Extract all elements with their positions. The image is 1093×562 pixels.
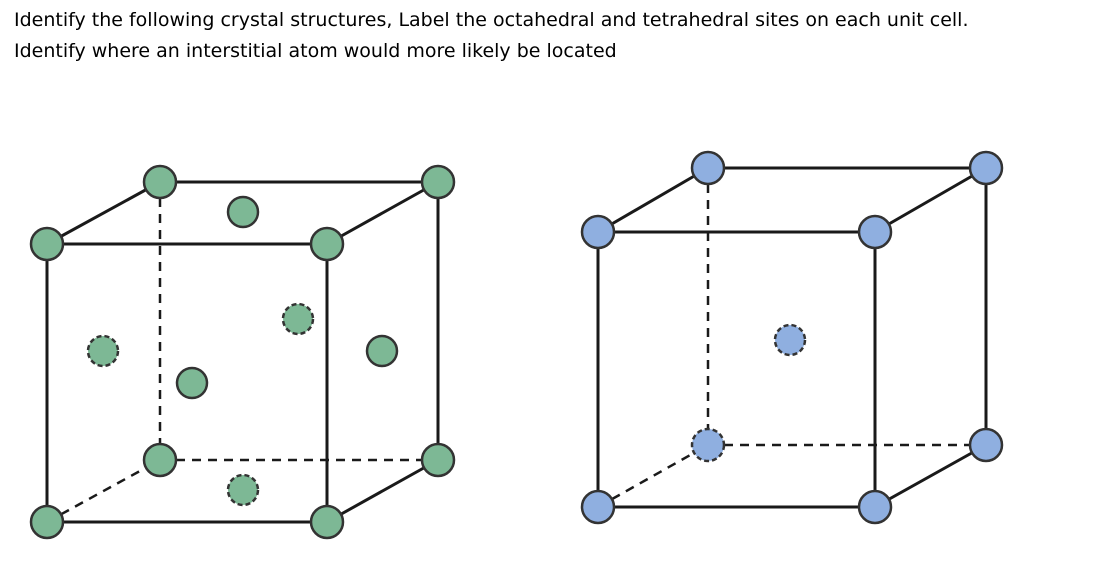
fcc-face-atom-left <box>86 334 120 368</box>
bcc-corner-atom <box>690 150 726 186</box>
fcc-atoms <box>29 164 456 540</box>
fcc-edge-bottom-right-depth <box>326 458 439 524</box>
bcc-corner-atom <box>968 427 1004 463</box>
question-prompt: Identify the following crystal structure… <box>14 5 1084 67</box>
fcc-face-atom-bottom <box>226 473 260 507</box>
bcc-corner-atom <box>857 489 893 525</box>
bcc-corner-atom <box>690 427 726 463</box>
bcc-corner-atom <box>580 214 616 250</box>
fcc-edge-bottom-left-depth <box>46 458 161 524</box>
fcc-corner-atom <box>309 226 345 262</box>
fcc-face-atom-front <box>175 366 209 400</box>
fcc-face-atom-back <box>281 302 315 336</box>
question-line-1: Identify the following crystal structure… <box>14 9 969 31</box>
bcc-hidden-edges <box>597 168 986 509</box>
bcc-corner-atom <box>857 214 893 250</box>
fcc-visible-edges <box>45 180 440 524</box>
fcc-corner-atom <box>309 504 345 540</box>
fcc-corner-atom <box>29 504 65 540</box>
fcc-hidden-edges <box>46 182 438 524</box>
bcc-atoms <box>580 150 1004 525</box>
fcc-corner-atom <box>420 442 456 478</box>
bcc-edge-top-right-depth <box>874 166 987 234</box>
fcc-face-atom-top <box>226 195 260 229</box>
fcc-unit-cell <box>29 164 456 540</box>
bcc-visible-edges <box>596 166 988 509</box>
fcc-corner-atom <box>142 164 178 200</box>
fcc-edge-top-right-depth <box>326 180 439 246</box>
bcc-corner-atom <box>580 489 616 525</box>
fcc-corner-atom <box>29 226 65 262</box>
bcc-body-center-atom <box>773 323 807 357</box>
fcc-corner-atom <box>420 164 456 200</box>
bcc-edge-top-left-depth <box>597 166 709 234</box>
bcc-edge-bottom-left-depth <box>597 443 709 509</box>
bcc-unit-cell <box>580 150 1004 525</box>
bcc-edge-bottom-right-depth <box>874 443 987 509</box>
fcc-edge-top-left-depth <box>46 180 161 246</box>
fcc-face-atom-right <box>365 334 399 368</box>
question-line-2: Identify where an interstitial atom woul… <box>14 40 617 62</box>
fcc-corner-atom <box>142 442 178 478</box>
bcc-corner-atom <box>968 150 1004 186</box>
